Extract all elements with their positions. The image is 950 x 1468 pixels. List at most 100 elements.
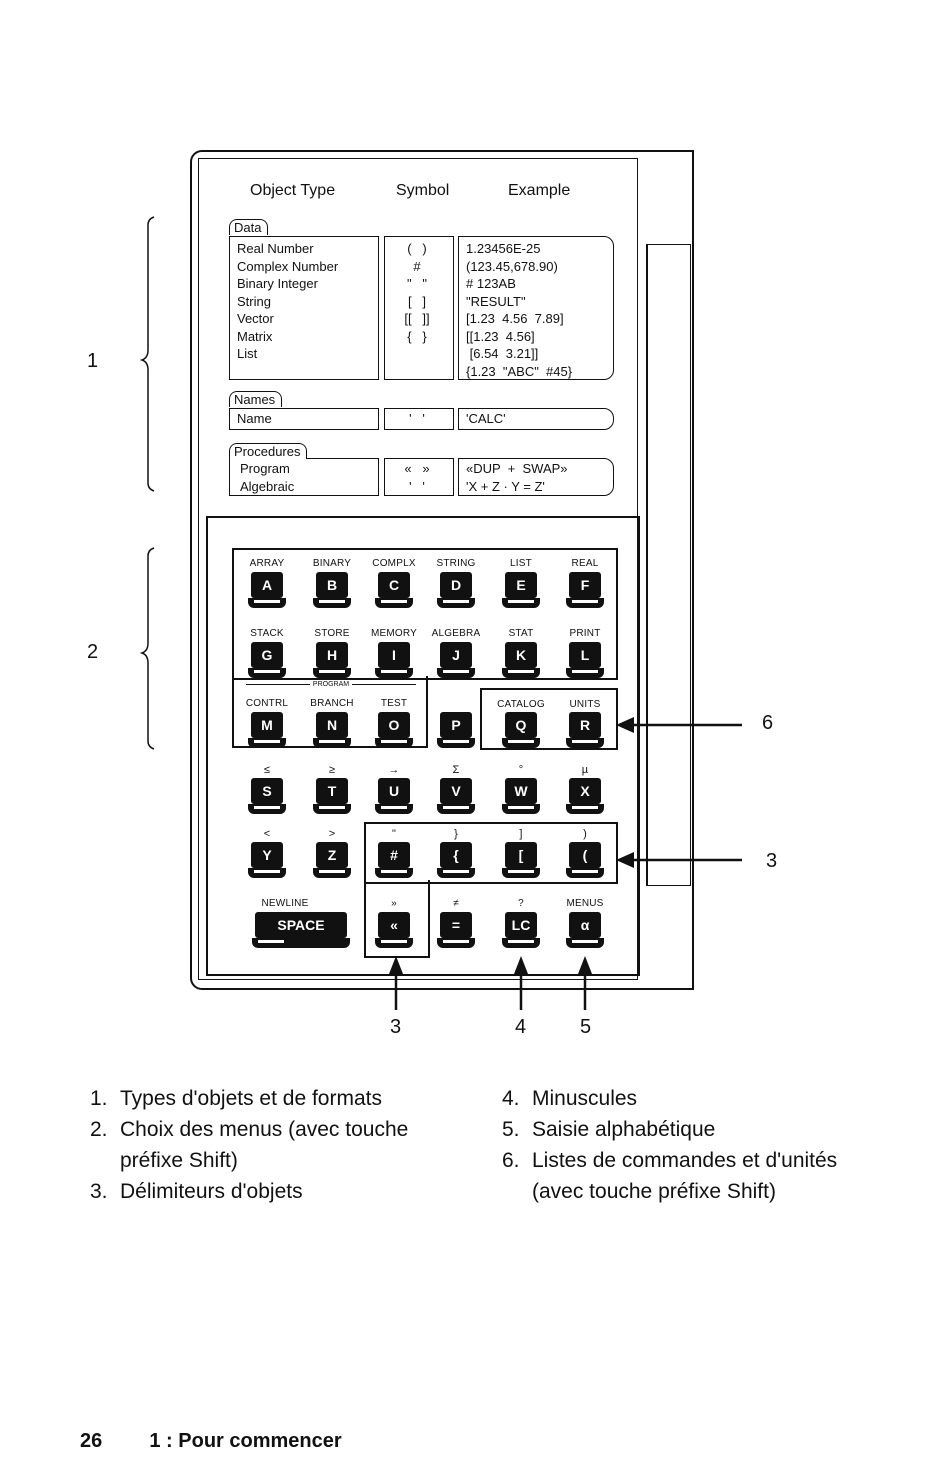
key-base — [248, 598, 286, 608]
key-button[interactable]: F — [566, 572, 604, 608]
key-base — [375, 738, 413, 748]
key-base — [566, 868, 604, 878]
key-button[interactable]: H — [313, 642, 351, 678]
legend-right: 4.Minuscules 5.Saisie alphabétique 6.Lis… — [502, 1083, 852, 1207]
table-cell: [6.54 3.21]] — [466, 346, 539, 361]
legend-num: 4. — [502, 1087, 520, 1110]
key-button[interactable]: LC — [502, 912, 540, 948]
key-button[interactable]: J — [437, 642, 475, 678]
key-shift-label: BRANCH — [310, 698, 354, 709]
key-button[interactable]: « — [375, 912, 413, 948]
table-cell: ' ' — [409, 478, 425, 494]
key-base — [566, 804, 604, 814]
key-button[interactable]: T — [313, 778, 351, 814]
key-base — [566, 598, 604, 608]
key-shift-label: TEST — [380, 698, 408, 709]
key-cap-label: A — [251, 572, 283, 598]
table-cell: "RESULT" — [466, 293, 526, 309]
key-shift-label: ) — [583, 828, 587, 840]
data-examples-box — [458, 236, 614, 380]
key-button[interactable]: R — [566, 712, 604, 748]
data-symbols-box — [384, 236, 454, 380]
key-button[interactable]: SPACE — [252, 912, 350, 948]
key-base — [252, 938, 350, 948]
key-button[interactable]: S — [248, 778, 286, 814]
legend-num: 5. — [502, 1118, 520, 1141]
key-button[interactable]: Y — [248, 842, 286, 878]
program-bracket: PROGRAM — [246, 681, 416, 693]
table-cell: Program — [240, 461, 290, 476]
key-button[interactable]: V — [437, 778, 475, 814]
keyboard-area — [206, 516, 640, 976]
names-examples-list: 'CALC' — [466, 410, 506, 428]
key-button[interactable]: D — [437, 572, 475, 608]
menu-keys-frame — [232, 548, 618, 680]
key-button[interactable]: ( — [566, 842, 604, 878]
table-cell: [1.23 4.56 7.89] — [466, 311, 564, 326]
table-cell: Algebraic — [240, 478, 295, 494]
key-button[interactable]: B — [313, 572, 351, 608]
key-button[interactable]: [ — [502, 842, 540, 878]
key-button[interactable]: O — [375, 712, 413, 748]
key-button[interactable]: U — [375, 778, 413, 814]
key-shift-label: > — [328, 828, 336, 840]
key-base — [313, 668, 351, 678]
key-button[interactable]: { — [437, 842, 475, 878]
delimiter-keys-frame-lower — [364, 880, 430, 958]
key-cap-label: J — [440, 642, 472, 668]
legend-num: 6. — [502, 1149, 520, 1172]
table-cell: ' ' — [409, 411, 425, 426]
key-button[interactable]: L — [566, 642, 604, 678]
key-button[interactable]: = — [437, 912, 475, 948]
chapter-title: 1 : Pour commencer — [149, 1430, 342, 1452]
table-cell: # 123AB — [466, 276, 516, 291]
calculator-side-edge — [646, 244, 691, 886]
key-button[interactable]: Q — [502, 712, 540, 748]
key-base — [437, 868, 475, 878]
key-button[interactable]: M — [248, 712, 286, 748]
key-button[interactable]: E — [502, 572, 540, 608]
key-shift-label: ] — [519, 828, 523, 840]
legend-item-4: 4. Minuscules — [502, 1083, 852, 1114]
key-cap-label: [ — [505, 842, 537, 868]
arrow-b4-head — [514, 956, 528, 974]
key-button[interactable]: N — [313, 712, 351, 748]
legend-text: Saisie alphabétique — [532, 1118, 716, 1141]
legend-item-1: 1.Types d'objets et de formats — [90, 1083, 470, 1114]
table-cell: Complex Number — [237, 258, 339, 274]
key-shift-label: » — [391, 898, 397, 909]
callout-2: 2 — [87, 641, 99, 663]
callout-5: 5 — [580, 1016, 592, 1038]
key-button[interactable]: I — [375, 642, 413, 678]
key-button[interactable]: K — [502, 642, 540, 678]
key-button[interactable]: G — [248, 642, 286, 678]
key-cap-label: G — [251, 642, 283, 668]
key-base — [437, 938, 475, 948]
key-shift-label: MENUS — [566, 898, 604, 909]
key-button[interactable]: P — [437, 712, 475, 748]
key-button[interactable]: Z — [313, 842, 351, 878]
key-shift-label: PRINT — [569, 628, 601, 639]
key-button[interactable]: W — [502, 778, 540, 814]
key-base — [437, 738, 475, 748]
key-button[interactable]: X — [566, 778, 604, 814]
key-shift-label: STRING — [436, 558, 476, 569]
key-button[interactable]: α — [566, 912, 604, 948]
table-cell: [[ ]] — [404, 311, 430, 326]
key-cap-label: N — [316, 712, 348, 738]
key-button[interactable]: C — [375, 572, 413, 608]
key-shift-label: COMPLX — [372, 558, 416, 569]
key-base — [375, 598, 413, 608]
key-base — [313, 598, 351, 608]
key-cap-label: T — [316, 778, 348, 804]
key-base — [566, 668, 604, 678]
table-cell: « » — [404, 461, 430, 476]
key-button[interactable]: A — [248, 572, 286, 608]
legend-text: Minuscules — [532, 1087, 638, 1110]
key-base — [437, 668, 475, 678]
names-symbols-box — [384, 408, 454, 430]
key-shift-label: STAT — [508, 628, 534, 639]
key-button[interactable]: # — [375, 842, 413, 878]
